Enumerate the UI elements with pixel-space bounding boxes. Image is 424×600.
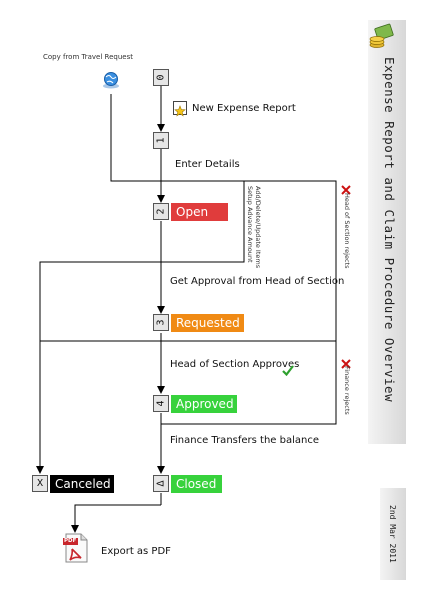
get-approval-label: Get Approval from Head of Section	[170, 276, 345, 287]
step-1-number: 1	[155, 137, 167, 144]
arrow-cancel-from-open	[36, 261, 161, 474]
arrow-export	[71, 504, 161, 533]
closed-box[interactable]: ∆	[153, 475, 169, 492]
arrow-head-rejects	[161, 180, 337, 342]
diagram-title: Expense Report and Claim Procedure Overv…	[382, 57, 397, 403]
status-canceled[interactable]: Canceled	[50, 475, 114, 493]
diagram-date: 2nd Mar 2011	[388, 505, 397, 563]
step-4-box[interactable]: 4	[153, 395, 169, 412]
status-requested[interactable]: Requested	[171, 314, 244, 332]
status-closed[interactable]: Closed	[171, 475, 222, 493]
arrow-copy-to-entry	[110, 94, 161, 182]
head-approves-label: Head of Section Approves	[170, 359, 300, 370]
checkmark-icon	[282, 361, 294, 377]
step-0-box[interactable]: 0	[153, 69, 169, 86]
source-label: Copy from Travel Request	[43, 53, 133, 61]
add-items-note: Add/Delete/Update Items	[254, 186, 262, 269]
status-approved[interactable]: Approved	[171, 395, 237, 413]
arrow-finance-rejects	[161, 341, 337, 425]
step-1-box[interactable]: 1	[153, 132, 169, 149]
date-panel	[380, 488, 406, 580]
step-3-number: 3	[155, 319, 167, 326]
star-icon	[173, 101, 187, 117]
finance-rejects-cross-icon	[341, 354, 351, 369]
status-open[interactable]: Open	[171, 203, 228, 221]
export-pdf-label[interactable]: Export as PDF	[101, 546, 171, 557]
pdf-badge: PDF	[64, 538, 77, 544]
canceled-box[interactable]: X	[32, 475, 48, 492]
finance-rejects-note: Finance rejects	[343, 366, 351, 415]
canceled-symbol: X	[36, 478, 44, 489]
money-icon	[367, 23, 395, 51]
step-2-box[interactable]: 2	[153, 203, 169, 220]
title-panel	[368, 20, 406, 444]
step-2-number: 2	[155, 208, 167, 215]
advance-amount-note: Setup Advance Amount	[246, 186, 254, 263]
step-4-number: 4	[155, 400, 167, 407]
enter-details-label: Enter Details	[175, 159, 240, 170]
head-rejects-cross-icon	[341, 180, 351, 195]
step-3-box[interactable]: 3	[153, 314, 169, 331]
closed-symbol: ∆	[155, 480, 167, 487]
globe-icon[interactable]	[102, 71, 120, 89]
finance-transfers-label: Finance Transfers the balance	[170, 435, 319, 446]
step-0-number: 0	[155, 74, 167, 81]
pdf-icon[interactable]: PDF	[63, 533, 89, 563]
head-rejects-note: Head of Section rejects	[343, 193, 351, 269]
new-report-label: New Expense Report	[192, 103, 296, 114]
arrow-update-loop	[161, 181, 245, 263]
